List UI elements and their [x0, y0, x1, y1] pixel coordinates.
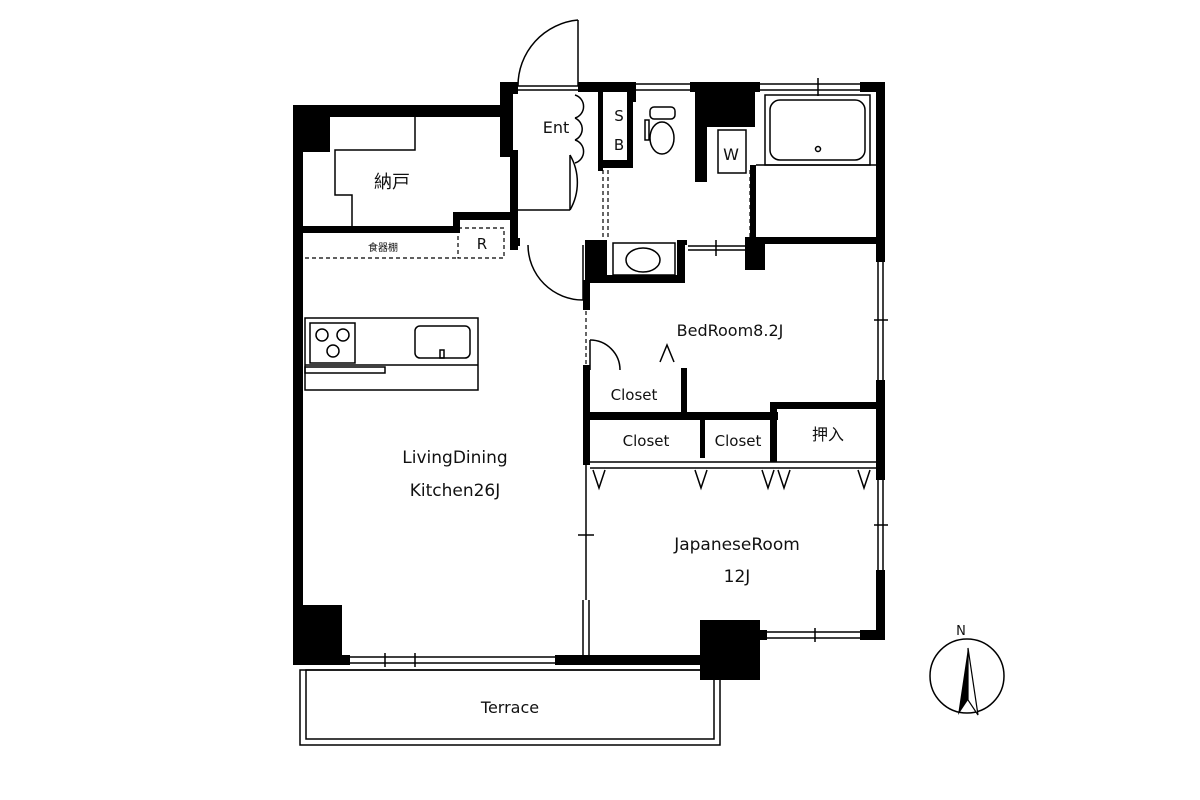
doors — [517, 19, 878, 491]
washer-label: W — [723, 145, 739, 164]
oshiire-label: 押入 — [812, 425, 844, 444]
fixtures — [299, 94, 876, 746]
closet-label: Closet — [715, 432, 762, 450]
kitchen-sink-icon — [414, 325, 471, 359]
windows — [350, 78, 888, 667]
bedroom-label: BedRoom8.2J — [677, 321, 784, 340]
cupboard-label: 食器棚 — [368, 241, 398, 254]
terrace-label: Terrace — [480, 698, 539, 717]
japanese-room-label: JapaneseRoom — [673, 535, 800, 555]
storage-label: 納戸 — [374, 172, 410, 193]
closet-label: Closet — [623, 432, 670, 450]
ldk-label: Kitchen26J — [410, 481, 501, 501]
fridge-label: R — [477, 235, 487, 253]
closet-label: Closet — [611, 386, 658, 404]
bathtub-icon — [764, 94, 871, 166]
stove-icon — [309, 322, 356, 364]
shoe-box-b-label: B — [614, 136, 624, 154]
compass-icon: N — [929, 624, 1005, 716]
walls — [293, 82, 885, 680]
toilet-icon — [649, 121, 675, 155]
ldk-label: LivingDining — [402, 448, 507, 468]
north-label: N — [956, 624, 966, 639]
wash-basin — [612, 242, 676, 276]
washer-space — [717, 129, 747, 174]
room-labels: 納戸 食器棚 R Ent S B W BedRoom8.2J Closet Cl… — [368, 107, 844, 717]
shoe-box-s-label: S — [614, 107, 624, 125]
japanese-room-label: 12J — [724, 567, 751, 587]
kitchen-counter — [304, 317, 479, 391]
entrance-label: Ent — [543, 118, 570, 137]
